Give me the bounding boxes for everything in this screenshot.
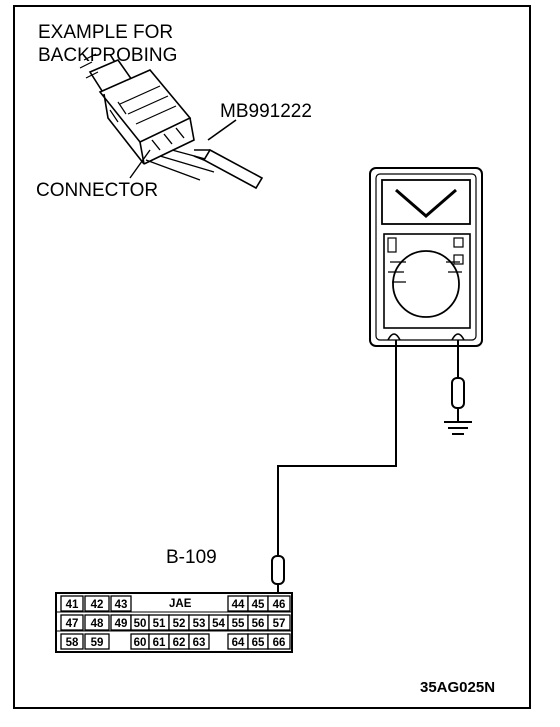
terminal-label-54: 54: [212, 618, 225, 630]
terminal-label-55: 55: [232, 618, 245, 630]
terminal-label-57: 57: [273, 618, 286, 630]
terminal-label-41: 41: [66, 599, 79, 611]
terminal-label-45: 45: [252, 599, 265, 611]
terminal-cell-66: [267, 633, 291, 650]
terminal-label-65: 65: [252, 637, 265, 649]
terminal-label-59: 59: [91, 637, 104, 649]
connector-id: B-109: [166, 547, 217, 568]
figure-code: 35AG025N: [420, 679, 495, 696]
terminal-label-63: 63: [193, 637, 206, 649]
terminal-label-42: 42: [91, 599, 104, 611]
terminal-label-46: 46: [273, 599, 286, 611]
terminal-label-43: 43: [115, 599, 128, 611]
connector-label: CONNECTOR: [36, 180, 158, 201]
terminal-cell-48: [84, 614, 110, 631]
terminal-cell-63: [188, 633, 210, 650]
terminal-label-61: 61: [153, 637, 166, 649]
terminal-label-53: 53: [193, 618, 206, 630]
probe-icon: [193, 119, 264, 190]
ground-icon: [444, 421, 472, 435]
backprobe-connector-illustration: [79, 53, 264, 190]
test-probe-tip: [271, 555, 285, 596]
terminal-cell-47: [60, 614, 84, 631]
tool-label: MB991222: [220, 101, 312, 122]
connector-face: JAE 41 42 43 44 45 46 47 48 49 50 51 52 53 54 55 56 57 58…: [55, 592, 293, 653]
connector-leader-line: [129, 149, 151, 179]
terminal-cell-42: [84, 595, 110, 612]
terminal-cell-43: [110, 595, 132, 612]
terminal-cell-46: [267, 595, 291, 612]
terminal-label-47: 47: [66, 618, 79, 630]
terminal-label-48: 48: [91, 618, 104, 630]
connector-icon: [79, 53, 225, 181]
caption-line-2: BACKPROBING: [38, 45, 177, 66]
terminal-label-49: 49: [115, 618, 128, 630]
terminal-label-56: 56: [252, 618, 265, 630]
terminal-cell-58: [60, 633, 84, 650]
terminal-cell-57: [267, 614, 291, 631]
terminal-cell-41: [60, 595, 84, 612]
caption-line-1: EXAMPLE FOR: [38, 22, 173, 43]
terminal-label-51: 51: [153, 618, 166, 630]
terminal-label-66: 66: [273, 637, 286, 649]
terminal-label-50: 50: [134, 618, 147, 630]
voltmeter-icon: [369, 167, 483, 347]
test-lead-wire: [277, 340, 397, 556]
figure-frame: [13, 5, 531, 709]
terminal-label-64: 64: [232, 637, 245, 649]
ground-lead: [451, 340, 465, 422]
terminal-label-60: 60: [134, 637, 147, 649]
terminal-label-58: 58: [66, 637, 79, 649]
terminal-label-52: 52: [173, 618, 186, 630]
terminal-label-44: 44: [232, 599, 245, 611]
terminal-label-62: 62: [173, 637, 186, 649]
connector-brand: JAE: [169, 598, 192, 610]
terminal-cell-59: [84, 633, 110, 650]
